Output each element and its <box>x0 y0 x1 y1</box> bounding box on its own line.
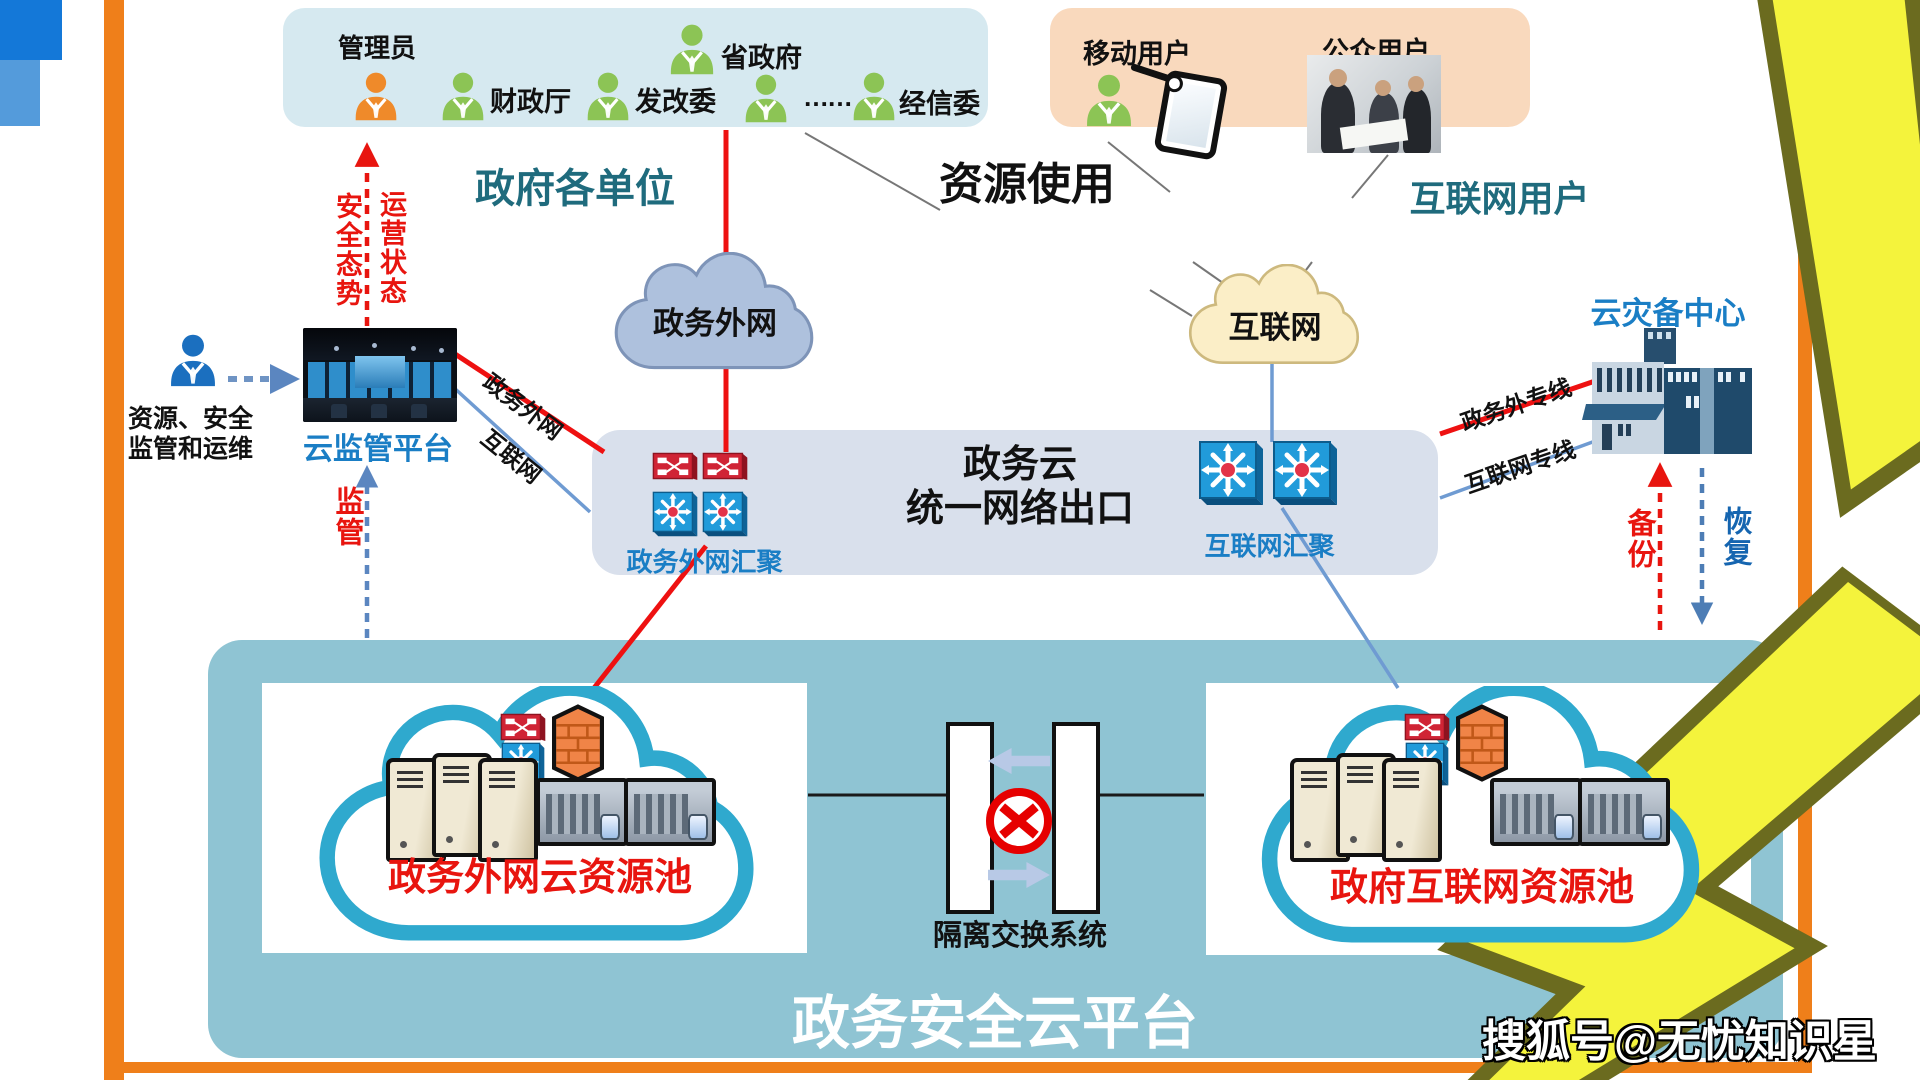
security-posture-label: 安全态势 <box>332 192 362 308</box>
supervise-label: 监管 <box>331 486 363 548</box>
switch-icon <box>1404 712 1450 742</box>
backup-label: 备份 <box>1623 508 1655 570</box>
gov-pool-label: 政务外网云资源池 <box>387 857 692 899</box>
gov-units-box: 管理员 财政厅 发改委 省政府 …… 经信委 <box>283 8 988 127</box>
gov-ext-aggregation-label: 政务外网汇聚 <box>626 547 783 577</box>
role-line1: 资源、安全 <box>128 405 254 433</box>
internet-aggregation-label: 互联网汇聚 <box>1204 531 1335 561</box>
rack-server-icon <box>624 778 716 846</box>
frame-bottom-bar <box>104 1062 1812 1073</box>
admin-label: 管理员 <box>338 33 417 63</box>
blue-links <box>450 364 1599 689</box>
switch-icon <box>702 450 748 482</box>
dr-building-icon <box>1582 328 1752 454</box>
network-exit-title: 政务云 统一网络出口 <box>880 444 1160 531</box>
gov-units-caption: 政府各单位 <box>475 167 675 211</box>
corner-blue-square-2 <box>0 60 40 126</box>
firewall-icon <box>1456 704 1508 782</box>
corner-blue-square <box>0 0 62 60</box>
prohibition-icon <box>986 788 1052 854</box>
unit-economy-label: 经信委 <box>899 89 980 119</box>
watermark: 搜狐号@无忧知识星球 <box>1482 1017 1877 1066</box>
tower-server-icon <box>1382 758 1442 862</box>
exit-title-line2: 统一网络出口 <box>905 487 1134 530</box>
supervisor-role-label: 资源、安全 监管和运维 <box>128 404 298 464</box>
rack-server-icon <box>536 778 628 846</box>
firewall-icon <box>552 704 604 782</box>
rack-server-icon <box>1578 778 1670 846</box>
switch-icon <box>652 450 698 482</box>
role-line2: 监管和运维 <box>128 435 254 463</box>
unit-province-label: 省政府 <box>721 43 802 73</box>
red-links <box>450 130 1599 690</box>
frame-left-bar <box>104 0 124 1080</box>
router-icon <box>1198 440 1264 506</box>
dr-center-label: 云灾备中心 <box>1590 296 1746 331</box>
platform-title: 政务安全云平台 <box>791 991 1198 1056</box>
unit-ndrc-label: 发改委 <box>635 87 716 117</box>
unit-finance-label: 财政厅 <box>490 87 571 117</box>
gov-ext-cloud-label: 政务外网 <box>653 306 777 341</box>
supervisor-person-icon <box>166 324 220 396</box>
public-users-photo <box>1307 55 1441 153</box>
isolation-bar-right <box>1052 722 1100 914</box>
cloud-supervision-platform-label: 云监管平台 <box>303 433 453 466</box>
router-icon <box>1272 440 1338 506</box>
internet-pool-label: 政府互联网资源池 <box>1329 867 1634 909</box>
bolt-connector-lines <box>804 132 1389 317</box>
router-icon <box>702 482 748 546</box>
resource-use-label: 资源使用 <box>939 160 1115 209</box>
monitor-wall-photo <box>303 328 457 422</box>
rack-server-icon <box>1490 778 1582 846</box>
exit-title-line1: 政务云 <box>962 444 1077 486</box>
isolation-system-label: 隔离交换系统 <box>932 920 1107 952</box>
switch-icon <box>500 712 546 742</box>
operation-status-label: 运营状态 <box>376 190 406 306</box>
internet-cloud-label: 互联网 <box>1228 310 1322 345</box>
gov-dots: …… <box>803 82 853 112</box>
restore-label: 恢复 <box>1719 506 1751 568</box>
router-icon <box>652 482 698 546</box>
internet-users-caption: 互联网用户 <box>1409 178 1590 219</box>
